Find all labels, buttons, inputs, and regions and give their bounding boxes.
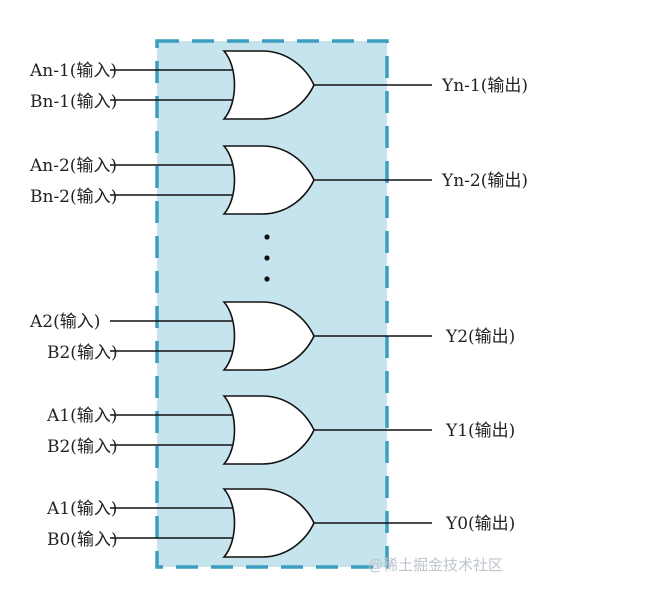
- output-label: Y2(输出): [445, 327, 515, 347]
- ellipsis-dot: [264, 234, 270, 240]
- input-label-a: An-2(输入): [29, 156, 117, 176]
- watermark: @稀土掘金技术社区: [368, 556, 503, 574]
- or-gate-unit: A1(输入) B0(输入) Y0(输出): [46, 488, 515, 558]
- input-label-a: A1(输入): [46, 406, 117, 426]
- input-label-b: Bn-1(输入): [30, 92, 117, 112]
- or-gate-symbol: [222, 395, 315, 465]
- output-label: Yn-1(输出): [441, 76, 528, 96]
- input-label-a: An-1(输入): [29, 61, 117, 81]
- output-label: Y1(输出): [445, 421, 515, 441]
- or-gate-symbol: [222, 488, 315, 558]
- or-gate-unit: An-1(输入) Bn-1(输入) Yn-1(输出): [29, 50, 528, 120]
- ellipsis-dot: [264, 276, 270, 282]
- or-gate-symbol: [222, 145, 315, 215]
- or-gate-unit: An-2(输入) Bn-2(输入) Yn-2(输出): [29, 145, 528, 215]
- input-label-b: B2(输入): [47, 437, 118, 457]
- ellipsis-dot: [264, 255, 270, 261]
- input-label-a: A1(输入): [46, 499, 117, 519]
- input-label-a: A2(输入): [29, 312, 100, 332]
- input-label-b: B2(输入): [47, 343, 118, 363]
- or-gate-unit: A1(输入) B2(输入) Y1(输出): [46, 395, 515, 465]
- output-label: Yn-2(输出): [441, 171, 528, 191]
- or-gate-unit: A2(输入) B2(输入) Y2(输出): [29, 301, 515, 371]
- or-gate-symbol: [222, 50, 315, 120]
- output-label: Y0(输出): [445, 514, 515, 534]
- ellipsis-dots: [264, 234, 270, 282]
- gates-layer: An-1(输入) Bn-1(输入) Yn-1(输出) An-2(输入) Bn-2(输入)…: [29, 50, 528, 558]
- input-label-b: B0(输入): [47, 530, 118, 550]
- or-gate-symbol: [222, 301, 315, 371]
- input-label-b: Bn-2(输入): [30, 187, 117, 207]
